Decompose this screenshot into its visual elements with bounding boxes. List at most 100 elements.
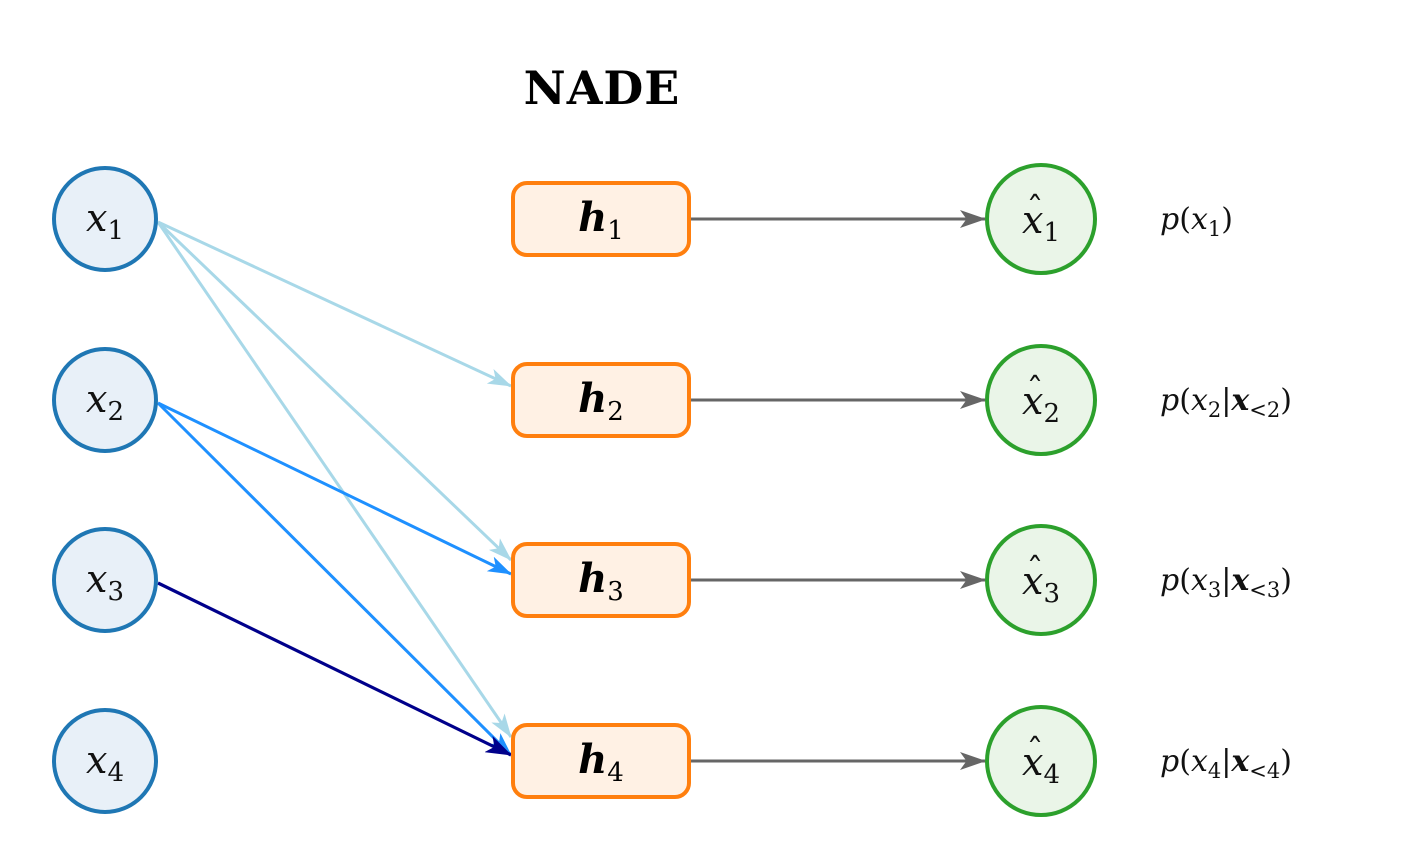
input-node-circle	[52, 166, 158, 272]
condition-subscript: <3	[1249, 578, 1280, 602]
hidden-unit-h2: h2	[511, 362, 691, 438]
probability-labels: p(x1)p(x2|x<2)p(x3|x<3)p(x4|x<4)	[1160, 202, 1292, 783]
hidden-unit-box	[511, 542, 691, 618]
variable: x	[1191, 744, 1208, 779]
p-symbol: p	[1160, 563, 1179, 598]
connection-x2-to-h4	[156, 401, 513, 757]
hat-accent: ˆ	[1027, 732, 1044, 772]
subscript: 3	[1208, 578, 1221, 602]
probability-label-4: p(x4|x<4)	[1160, 744, 1292, 783]
hidden-unit-label: h1	[578, 194, 624, 246]
variable: x	[86, 377, 107, 421]
hidden-unit-h1: h1	[511, 181, 691, 257]
subscript: 3	[607, 577, 624, 607]
output-node-circle	[985, 524, 1097, 636]
input-node-circle	[52, 347, 158, 453]
output-node-xhat3: ˆx3	[985, 524, 1097, 636]
autoregressive-connections	[156, 220, 513, 757]
subscript: 3	[1043, 579, 1060, 609]
hat-accent: ˆ	[1027, 551, 1044, 591]
condition-bar: |	[1221, 563, 1231, 598]
subscript: 3	[107, 577, 124, 607]
input-node-x2: x2	[52, 347, 158, 453]
subscript: 1	[1043, 218, 1060, 248]
open-paren: (	[1179, 563, 1191, 598]
output-node-circle	[985, 163, 1097, 275]
connection-x2-to-h3	[157, 401, 512, 576]
probability-label-3: p(x3|x<3)	[1160, 563, 1292, 602]
subscript: 4	[607, 758, 624, 788]
input-node-label: x4	[86, 738, 124, 788]
connection-x3-to-h4	[157, 581, 512, 757]
variable: x	[86, 738, 107, 782]
hidden-to-output-arrows	[689, 210, 986, 770]
output-node-xhat2: ˆx2	[985, 344, 1097, 456]
p-symbol: p	[1160, 202, 1179, 237]
open-paren: (	[1179, 744, 1191, 779]
close-paren: )	[1280, 744, 1292, 779]
subscript: 1	[607, 216, 624, 246]
connection-x1-to-h2	[157, 220, 512, 388]
condition-subscript: <4	[1249, 759, 1280, 783]
subscript: 1	[1208, 217, 1221, 241]
input-node-label: x3	[86, 557, 124, 607]
hat-accent: ˆ	[1027, 190, 1044, 230]
input-node-x3: x3	[52, 527, 158, 633]
p-symbol: p	[1160, 383, 1179, 418]
hidden-unit-box	[511, 362, 691, 438]
probability-label-1: p(x1)	[1160, 202, 1233, 241]
subscript: 2	[1208, 398, 1221, 422]
condition-subscript: <2	[1249, 398, 1280, 422]
variable: h	[578, 194, 607, 241]
output-node-xhat1: ˆx1	[985, 163, 1097, 275]
variable: x	[1191, 202, 1208, 237]
condition-bar: |	[1221, 383, 1231, 418]
output-node-label: x1	[1022, 198, 1060, 248]
probability-label-2: p(x2|x<2)	[1160, 383, 1292, 422]
variable: x	[1191, 563, 1208, 598]
variable: h	[578, 375, 607, 422]
variable: x	[86, 557, 107, 601]
subscript: 4	[107, 758, 124, 788]
variable: x	[86, 196, 107, 240]
variable: h	[578, 555, 607, 602]
diagram-title: NADE	[524, 61, 681, 115]
input-node-label: x1	[86, 196, 124, 246]
hidden-unit-box	[511, 181, 691, 257]
close-paren: )	[1221, 202, 1233, 237]
hidden-unit-label: h3	[578, 555, 624, 607]
input-node-circle	[52, 708, 158, 814]
hat-accent: ˆ	[1027, 371, 1044, 411]
variable: x	[1022, 559, 1043, 603]
variable: h	[578, 736, 607, 783]
output-node-label: x4	[1022, 740, 1060, 790]
hidden-unit-label: h2	[578, 375, 624, 427]
output-node-circle	[985, 344, 1097, 456]
variable: x	[1191, 383, 1208, 418]
p-symbol: p	[1160, 744, 1179, 779]
hidden-unit-h3: h3	[511, 542, 691, 618]
hidden-unit-h4: h4	[511, 723, 691, 799]
subscript: 1	[107, 216, 124, 246]
input-node-label: x2	[86, 377, 124, 427]
subscript: 4	[1208, 759, 1221, 783]
hidden-unit-label: h4	[578, 736, 624, 788]
hidden-unit-box	[511, 723, 691, 799]
subscript: 2	[1043, 399, 1060, 429]
condition-vector: x	[1230, 744, 1250, 779]
output-node-circle	[985, 705, 1097, 817]
condition-vector: x	[1230, 563, 1250, 598]
variable: x	[1022, 379, 1043, 423]
variable: x	[1022, 198, 1043, 242]
connection-x1-to-h4	[156, 221, 513, 738]
subscript: 4	[1043, 760, 1060, 790]
open-paren: (	[1179, 383, 1191, 418]
variable: x	[1022, 740, 1043, 784]
connection-x1-to-h3	[156, 220, 513, 562]
subscript: 2	[607, 397, 624, 427]
output-node-label: x2	[1022, 379, 1060, 429]
